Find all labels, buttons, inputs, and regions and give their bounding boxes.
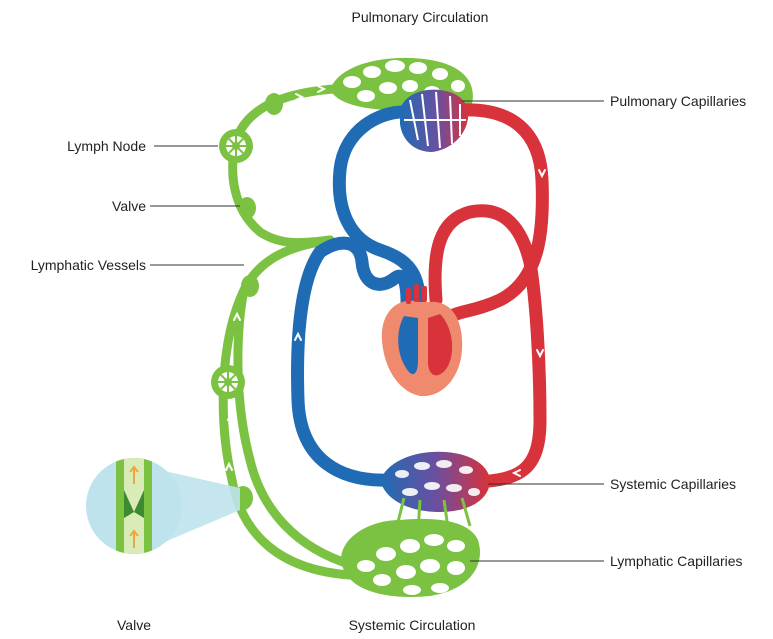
lymph-node-icon xyxy=(211,365,245,399)
label-lymphatic-capillaries: Lymphatic Capillaries xyxy=(610,553,743,569)
label-lymph-node: Lymph Node xyxy=(67,138,146,154)
blood-vessels xyxy=(298,110,543,482)
lymph-node-icon xyxy=(219,129,253,163)
valve-bulge xyxy=(265,93,283,115)
pulmonary-capillaries-network xyxy=(400,90,468,152)
lymphatic-capillaries-network xyxy=(341,519,480,597)
valve-bulge xyxy=(238,197,256,219)
label-lymphatic-vessels: Lymphatic Vessels xyxy=(31,257,146,273)
valve-bulge xyxy=(241,275,259,297)
inset-label: Valve xyxy=(117,617,151,633)
label-pulmonary-capillaries: Pulmonary Capillaries xyxy=(610,93,746,109)
label-systemic-capillaries: Systemic Capillaries xyxy=(610,476,736,492)
page-title: Pulmonary Circulation xyxy=(352,9,489,25)
bottom-title: Systemic Circulation xyxy=(349,617,476,633)
lymphatic-vessel-upper xyxy=(233,88,350,243)
valve-inset xyxy=(86,456,240,556)
label-valve: Valve xyxy=(112,198,146,214)
